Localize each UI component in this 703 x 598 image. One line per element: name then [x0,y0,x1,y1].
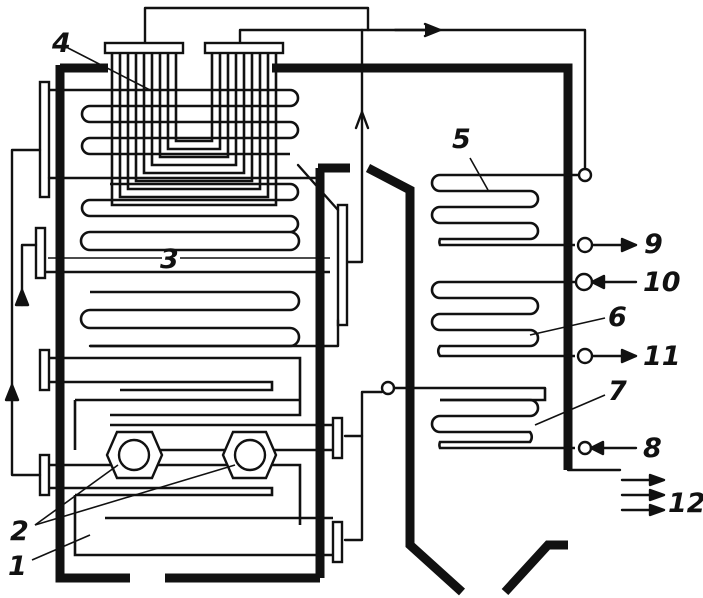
label-6: 6 [608,302,627,333]
boiler-walls [55,63,573,596]
feed-line [343,380,547,542]
roof-steam-pipe [143,6,587,264]
flue-gas-arrows [566,468,666,517]
lower-screens [38,348,344,564]
convective-coils [430,173,585,450]
furnace-wall-coils [34,80,349,348]
shaft-connectors [574,167,638,456]
left-riser [4,148,42,477]
label-3: 3 [160,244,179,275]
label-11: 11 [643,341,681,372]
callout-labels: 4 3 5 9 10 6 11 7 8 12 2 1 [8,28,703,582]
label-9: 9 [644,229,663,260]
platen-superheater [103,41,285,207]
label-1: 1 [8,551,27,582]
label-5: 5 [452,124,471,155]
label-4: 4 [51,28,71,59]
label-12: 12 [668,488,703,519]
drum-left [105,430,164,480]
drum-right [221,430,278,480]
label-10: 10 [643,267,681,298]
label-8: 8 [643,433,662,464]
label-7: 7 [608,376,627,407]
leader-lines [31,47,606,561]
label-2: 2 [10,516,29,547]
